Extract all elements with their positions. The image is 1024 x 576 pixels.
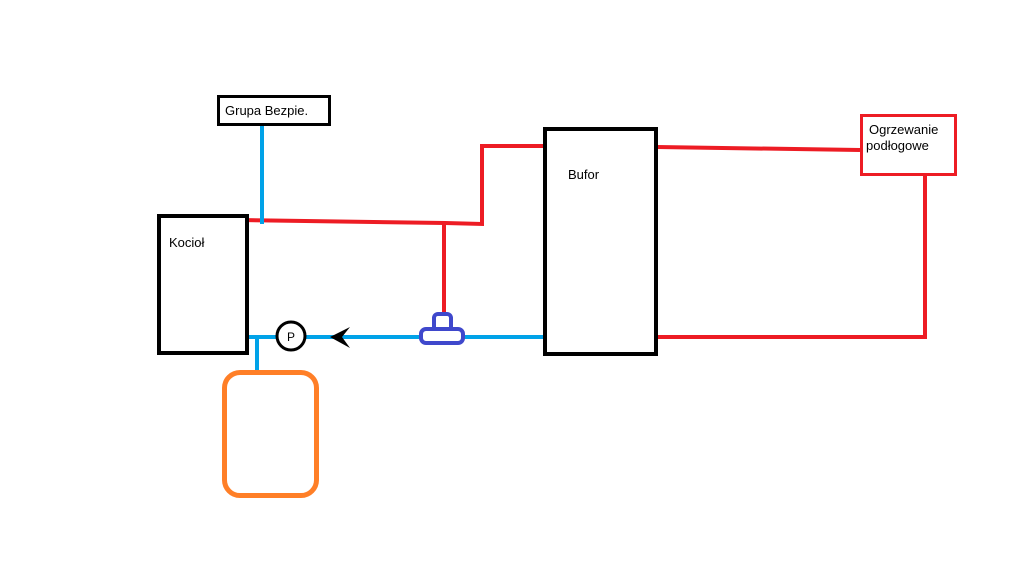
buffer-label: Bufor [568, 167, 600, 182]
buffer-box: Bufor [543, 127, 658, 356]
boiler-box: Kocioł [157, 214, 249, 355]
supply-pipe-boiler-to-buffer [239, 144, 543, 227]
floor-heating-box: Ogrzewanie podłogowe [860, 114, 957, 176]
supply-pipe-buffer-to-floor-heating [656, 145, 861, 152]
return-pipe-floor-heating-to-buffer [657, 175, 927, 339]
floor-heating-label-line1: Ogrzewanie [869, 122, 939, 137]
three-way-valve-icon [419, 312, 465, 345]
floor-heating-label-line2: podłogowe [866, 138, 929, 153]
expansion-vessel-box [222, 370, 319, 498]
safety-group-box: Grupa Bezpie. [217, 95, 331, 126]
pump-label: P [287, 330, 295, 344]
check-valve-icon [330, 327, 350, 348]
pump-symbol: P [275, 320, 307, 352]
safety-group-label: Grupa Bezpie. [225, 103, 309, 118]
boiler-label: Kocioł [169, 235, 205, 250]
